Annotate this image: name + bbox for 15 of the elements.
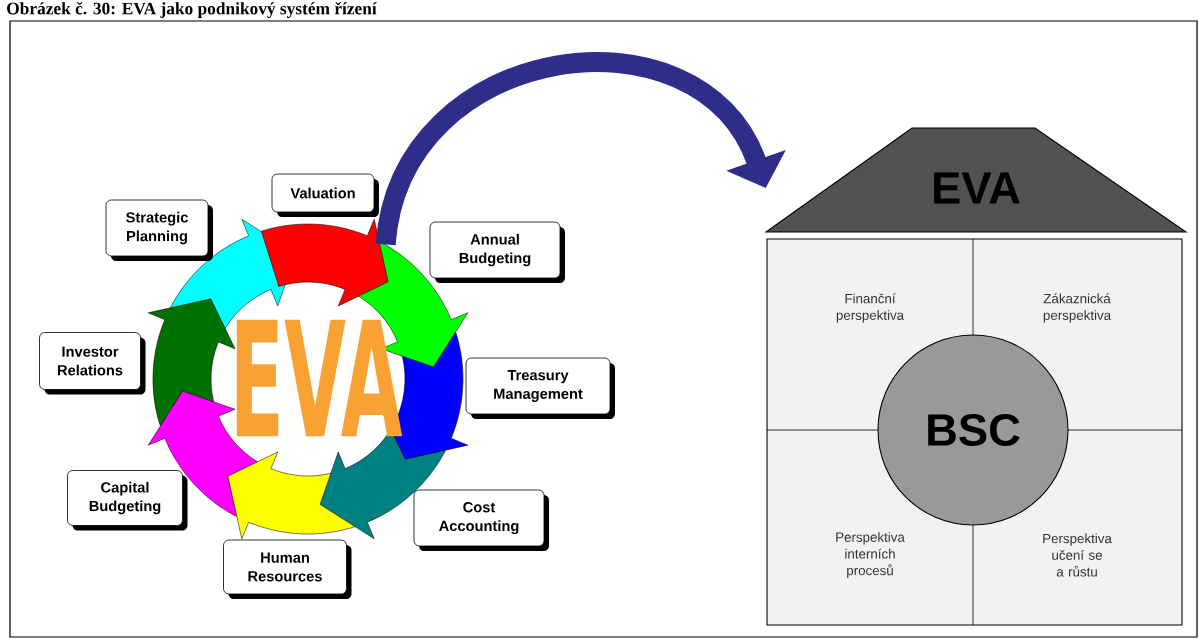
label-box: Capital Budgeting [67,470,188,531]
quadrant-text: Finanční perspektiva [836,293,905,323]
figure-title: Obrázek č. 30: EVA jako podnikový systém řízení [7,2,377,18]
quadrant-text: Perspektiva učení se a růstu [1043,533,1112,577]
label-box: Cost Accounting [413,489,549,551]
label-box: Annual Budgeting [429,221,565,283]
label-box: Strategic Planning [105,199,213,261]
quadrant-text: Perspektiva interních procesů [836,532,905,578]
quadrant-text: Zákaznická perspektiva [1043,293,1112,323]
label-box: Treasury Management [465,357,615,419]
label-box: Valuation [271,173,379,217]
label-box: Investor Relations [39,332,146,395]
curved-arrow [375,52,786,247]
label-box: Human Resources [223,539,352,599]
wordart-text: EVA [236,319,403,437]
